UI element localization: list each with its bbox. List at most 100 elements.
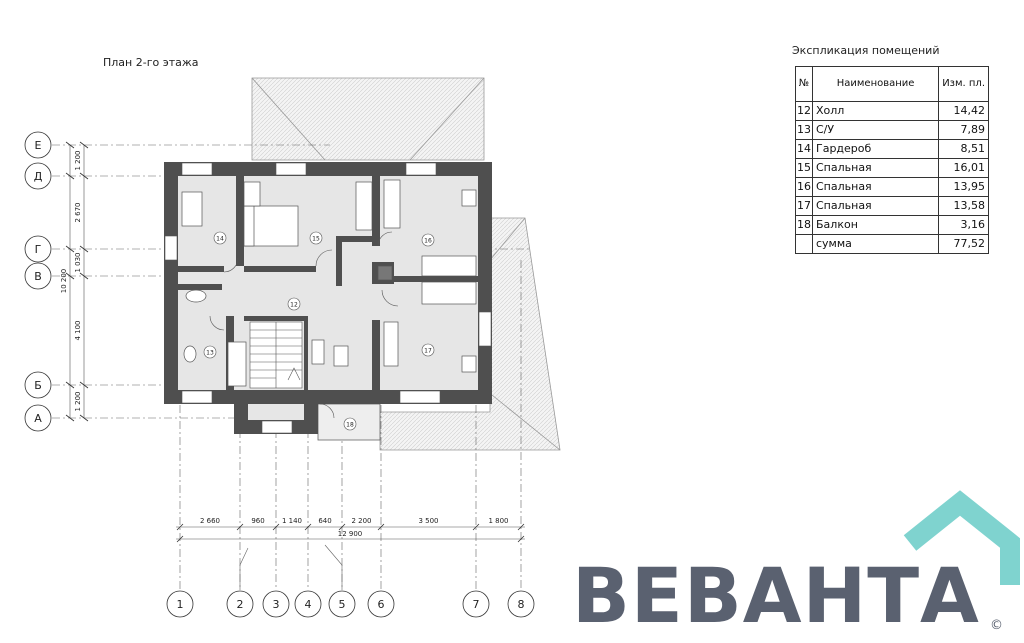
axis-bubble-number: 6: [367, 590, 395, 618]
cell-num: 18: [795, 215, 813, 235]
copyright-mark: ©: [990, 618, 1003, 633]
dim-label: 1 140: [282, 517, 302, 525]
cell-area: 8,51: [938, 139, 989, 159]
room-label: 13: [203, 345, 217, 359]
svg-text:12: 12: [290, 302, 298, 309]
table-header: № Наименование Изм. пл.: [795, 66, 989, 102]
svg-text:14: 14: [216, 236, 224, 243]
svg-text:В: В: [34, 270, 42, 283]
letter-axes: Е Д Г В БА: [24, 131, 52, 432]
windows: [164, 162, 492, 434]
number-axes: 1 2 3 4 5 6 7 8: [166, 544, 535, 618]
dim-label: 2 660: [200, 517, 220, 525]
axis-bubble-number: 3: [262, 590, 290, 618]
axis-bubble-number: 8: [507, 590, 535, 618]
furniture: [181, 179, 477, 387]
roof-right: [379, 217, 561, 451]
bathtub: [227, 341, 247, 387]
header-name: Наименование: [811, 66, 940, 102]
svg-text:6: 6: [378, 598, 385, 611]
cell-area: 13,58: [938, 196, 989, 216]
bed-17: [421, 281, 477, 305]
dim-label: 640: [318, 517, 331, 525]
cell-num: 16: [795, 177, 813, 197]
dim-label: 2 200: [351, 517, 371, 525]
axis-bubble-letter: Б: [24, 371, 52, 399]
cell-name: С/У: [811, 120, 940, 140]
svg-text:Д: Д: [34, 170, 43, 183]
vertical-dimensions: 1 200 2 670 1 030 4 100 1 200 10 200: [60, 141, 89, 422]
cell-name: Спальная: [811, 158, 940, 178]
cell-area: 14,42: [938, 101, 989, 121]
axis-bubble-number: 7: [462, 590, 490, 618]
cell-area: 7,89: [938, 120, 989, 140]
dim-label: 2 670: [74, 202, 82, 222]
cell-name: Балкон: [811, 215, 940, 235]
roof-top: [251, 77, 485, 161]
room-label: 15: [309, 231, 323, 245]
room-label: 16: [421, 233, 435, 247]
toilet: [183, 345, 197, 363]
svg-text:7: 7: [473, 598, 480, 611]
room-label: 12: [287, 297, 301, 311]
svg-text:5: 5: [339, 598, 346, 611]
cell-area: 3,16: [938, 215, 989, 235]
svg-text:8: 8: [518, 598, 525, 611]
cell-num: 15: [795, 158, 813, 178]
cell-num: 13: [795, 120, 813, 140]
svg-text:Г: Г: [35, 243, 42, 256]
axis-bubble-number: 5: [328, 590, 356, 618]
svg-text:18: 18: [346, 422, 354, 429]
svg-text:Е: Е: [35, 139, 42, 152]
axis-bubble-letter: В: [24, 262, 52, 290]
cell-name: Спальная: [811, 177, 940, 197]
axis-bubble-number: 4: [294, 590, 322, 618]
explication-title: Экспликация помещений: [792, 44, 940, 57]
dim-total: 10 200: [60, 269, 68, 294]
axis-bubble-letter: Д: [24, 162, 52, 190]
header-area: Изм. пл.: [938, 66, 989, 102]
bed-16: [421, 255, 477, 277]
svg-text:2: 2: [237, 598, 244, 611]
dim-label: 1 200: [74, 391, 82, 411]
dim-label: 4 100: [74, 320, 82, 340]
dim-total: 12 900: [338, 530, 363, 538]
room-label: 17: [421, 343, 435, 357]
total-label: сумма: [811, 234, 940, 254]
svg-text:1: 1: [177, 598, 184, 611]
svg-text:13: 13: [206, 350, 214, 357]
svg-text:17: 17: [424, 348, 432, 355]
cell-name: Спальная: [811, 196, 940, 216]
dim-label: 1 200: [74, 150, 82, 170]
cell-area: 13,95: [938, 177, 989, 197]
cell-area: 16,01: [938, 158, 989, 178]
plan-title: План 2-го этажа: [103, 56, 199, 69]
room-labels: 14 15 16 12 13 17 18: [203, 231, 435, 431]
axis-bubble-number: 1: [166, 590, 194, 618]
svg-text:4: 4: [305, 598, 312, 611]
dim-label: 1 030: [74, 252, 82, 272]
cell-name: Холл: [811, 101, 940, 121]
cell-num: 14: [795, 139, 813, 159]
axis-bubble-letter: Е: [24, 131, 52, 159]
dim-label: 960: [251, 517, 264, 525]
room-label: 18: [343, 417, 357, 431]
brand-roof-icon: [903, 490, 1020, 585]
door-swings: [209, 231, 399, 419]
cell-num: 12: [795, 101, 813, 121]
brand-logo-text: ВЕВАНТА: [572, 551, 980, 640]
svg-text:15: 15: [312, 236, 320, 243]
axis-bubble-number: 2: [226, 590, 254, 618]
axis-bubble-letter: Г: [24, 235, 52, 263]
cell-name: Гардероб: [811, 139, 940, 159]
table-total-row: сумма 77,52: [795, 234, 989, 254]
axis-bubble-letter: А: [24, 404, 52, 432]
